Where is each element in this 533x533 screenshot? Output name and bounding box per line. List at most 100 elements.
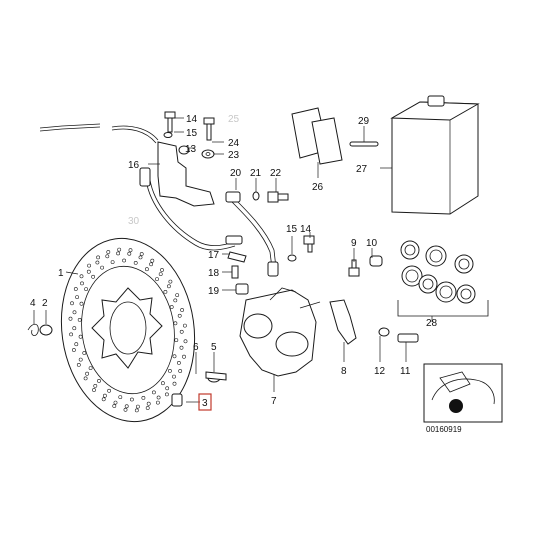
callout-28[interactable]: 28 [426, 318, 438, 329]
bolt-24[interactable] [203, 117, 215, 141]
nut-19[interactable] [235, 283, 249, 295]
callout-24[interactable]: 24 [228, 138, 240, 149]
leader-lines [33, 117, 433, 403]
callout-26[interactable]: 26 [312, 182, 324, 193]
brake-line-upper[interactable] [39, 123, 159, 144]
disc-vent-hole [151, 390, 156, 395]
washer-21[interactable] [252, 191, 260, 201]
callout-11[interactable]: 11 [400, 366, 411, 377]
disc-vent-hole [68, 316, 73, 321]
disc-vent-hole [88, 366, 93, 371]
disc-vent-hole [96, 255, 101, 260]
bracket-8[interactable] [329, 299, 357, 345]
disc-vent-hole [116, 251, 121, 256]
callout-25[interactable]: 25 [228, 114, 240, 125]
disc-vent-hole [78, 334, 83, 339]
disc-vent-hole [146, 401, 151, 406]
banjo-bolt-22[interactable] [267, 191, 289, 203]
disc-vent-hole [172, 374, 176, 379]
brake-fluid-can[interactable] [390, 95, 480, 215]
inset-code: 00160919 [426, 425, 462, 434]
bolt-3[interactable] [171, 393, 183, 407]
callout-18[interactable]: 18 [208, 268, 220, 279]
callout-20[interactable]: 20 [230, 168, 242, 179]
disc-vent-hole [173, 298, 178, 303]
disc-vent-hole [86, 269, 91, 274]
bleeder-9[interactable] [348, 259, 360, 277]
disc-vent-hole [70, 301, 74, 306]
disc-vent-hole [160, 268, 164, 272]
hose-end-fittings[interactable] [225, 191, 279, 277]
clip-17[interactable] [227, 251, 247, 263]
disc-vent-hole [178, 369, 183, 373]
wheel-marker-icon [449, 399, 463, 413]
callout-17[interactable]: 17 [208, 250, 220, 261]
callout-14-top[interactable]: 14 [186, 114, 198, 125]
disc-vent-hole [107, 388, 112, 393]
callout-30[interactable]: 30 [128, 216, 140, 227]
disc-vent-hole [174, 338, 179, 343]
bolt-5[interactable] [205, 371, 227, 381]
callout-12[interactable]: 12 [374, 366, 386, 377]
washer-23[interactable] [201, 149, 215, 159]
callout-7[interactable]: 7 [271, 396, 277, 407]
callout-8[interactable]: 8 [341, 366, 347, 377]
disc-vent-hole [173, 321, 178, 326]
callout-16[interactable]: 16 [128, 160, 140, 171]
brake-caliper[interactable] [239, 287, 321, 377]
disc-vent-hole [93, 383, 98, 388]
brake-pads[interactable] [291, 107, 343, 165]
spring-4[interactable] [27, 323, 39, 336]
disc-vent-hole [73, 287, 78, 291]
hose-fitting-16[interactable] [139, 141, 215, 207]
seal-13[interactable] [178, 145, 190, 155]
washer-12[interactable] [378, 327, 390, 337]
disc-vent-hole [77, 317, 82, 322]
pin-29[interactable] [349, 141, 379, 147]
disc-vent-hole [110, 260, 115, 265]
seal-kit[interactable] [397, 240, 489, 317]
callout-19[interactable]: 19 [208, 286, 220, 297]
disc-vent-hole [167, 368, 172, 373]
callout-2[interactable]: 2 [42, 298, 48, 309]
brake-hose-main[interactable] [145, 179, 277, 269]
bolt-14-mid[interactable] [303, 235, 315, 253]
callout-9[interactable]: 9 [351, 238, 357, 249]
callout-4[interactable]: 4 [30, 298, 36, 309]
disc-vent-hole [83, 376, 88, 381]
callout-15-mid[interactable]: 15 [286, 224, 298, 235]
cap-10[interactable] [369, 255, 383, 267]
disc-vent-hole [69, 332, 74, 337]
disc-vent-hole [106, 250, 111, 254]
callout-13[interactable]: 13 [185, 144, 197, 155]
washer-15-top[interactable] [163, 132, 173, 138]
callout-5[interactable]: 5 [211, 342, 217, 353]
disc-vent-hole [100, 265, 105, 270]
disc-vent-hole [166, 284, 171, 289]
callout-27[interactable]: 27 [356, 164, 368, 175]
bolt-18[interactable] [231, 265, 239, 279]
callout-15-top[interactable]: 15 [186, 128, 198, 139]
callout-21[interactable]: 21 [250, 168, 262, 179]
bolt-14-top[interactable] [164, 111, 176, 133]
callout-10[interactable]: 10 [366, 238, 378, 249]
callout-14-mid[interactable]: 14 [300, 224, 312, 235]
disc-vent-hole [164, 392, 169, 397]
bolt-11[interactable] [397, 333, 419, 343]
callout-6[interactable]: 6 [193, 342, 199, 353]
callout-29[interactable]: 29 [358, 116, 370, 127]
disc-vent-hole [84, 287, 89, 292]
disc-vent-hole [95, 260, 100, 265]
callout-1[interactable]: 1 [58, 268, 64, 279]
callout-23[interactable]: 23 [228, 150, 240, 161]
disc-vent-hole [182, 354, 186, 359]
callout-22[interactable]: 22 [270, 168, 282, 179]
brake-disc[interactable] [50, 230, 206, 431]
motorcycle-locator-inset: 00160919 [423, 363, 503, 434]
disc-vent-hole [156, 395, 161, 400]
disc-vent-hole [150, 258, 155, 263]
bolt-2[interactable] [39, 324, 53, 336]
callout-3[interactable]: 3 [202, 398, 208, 409]
washer-15-mid[interactable] [287, 254, 297, 262]
